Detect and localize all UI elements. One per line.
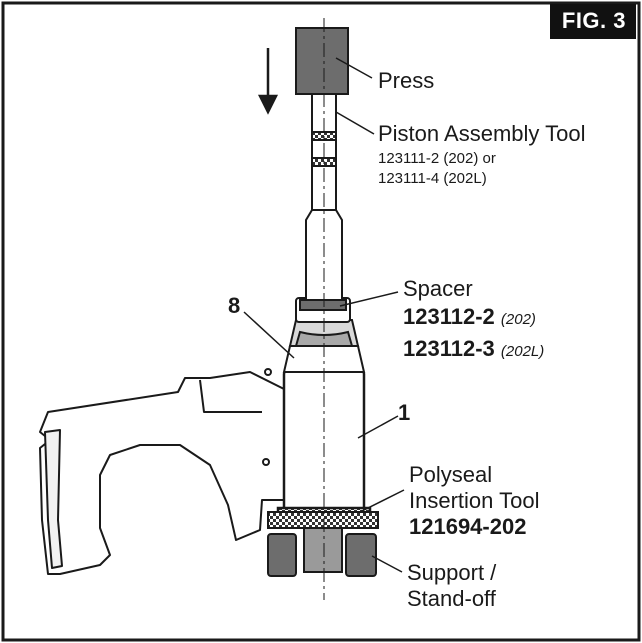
piston-tool-title: Piston Assembly Tool (378, 121, 586, 146)
support-line2: Stand-off (407, 586, 496, 611)
spacer-part-202l-line: 123112-3 (202L) (403, 336, 544, 362)
polyseal-line1: Polyseal (409, 462, 493, 487)
spacer (295, 297, 351, 323)
spacer-part-202l: 123112-3 (403, 336, 495, 361)
spacer-title: Spacer (403, 276, 473, 301)
tool-handle (39, 368, 287, 575)
item-1-label: 1 (398, 400, 411, 425)
piston-tool-part-202: 123111-2 (202) or (378, 150, 496, 167)
polyseal-line2: Insertion Tool (409, 488, 540, 513)
polyseal-part: 121694-202 (409, 514, 527, 539)
support-stand-off (267, 533, 377, 577)
spacer-note-202l: (202L) (500, 343, 545, 360)
press-ram (295, 27, 349, 95)
spacer-part-202-line: 123112-2 (202) (403, 304, 536, 330)
press-direction-arrow (257, 48, 279, 115)
press-label: Press (378, 68, 435, 93)
piston-tool-part-202l: 123111-4 (202L) (378, 170, 487, 187)
polyseal-insertion-tool (267, 511, 379, 573)
support-line1: Support / (407, 560, 497, 585)
spacer-part-202: 123112-2 (403, 304, 495, 329)
item-8-label: 8 (228, 293, 241, 318)
figure-label: FIG. 3 (549, 4, 636, 39)
spacer-note-202: (202) (500, 311, 536, 328)
leader-lines (243, 57, 405, 573)
